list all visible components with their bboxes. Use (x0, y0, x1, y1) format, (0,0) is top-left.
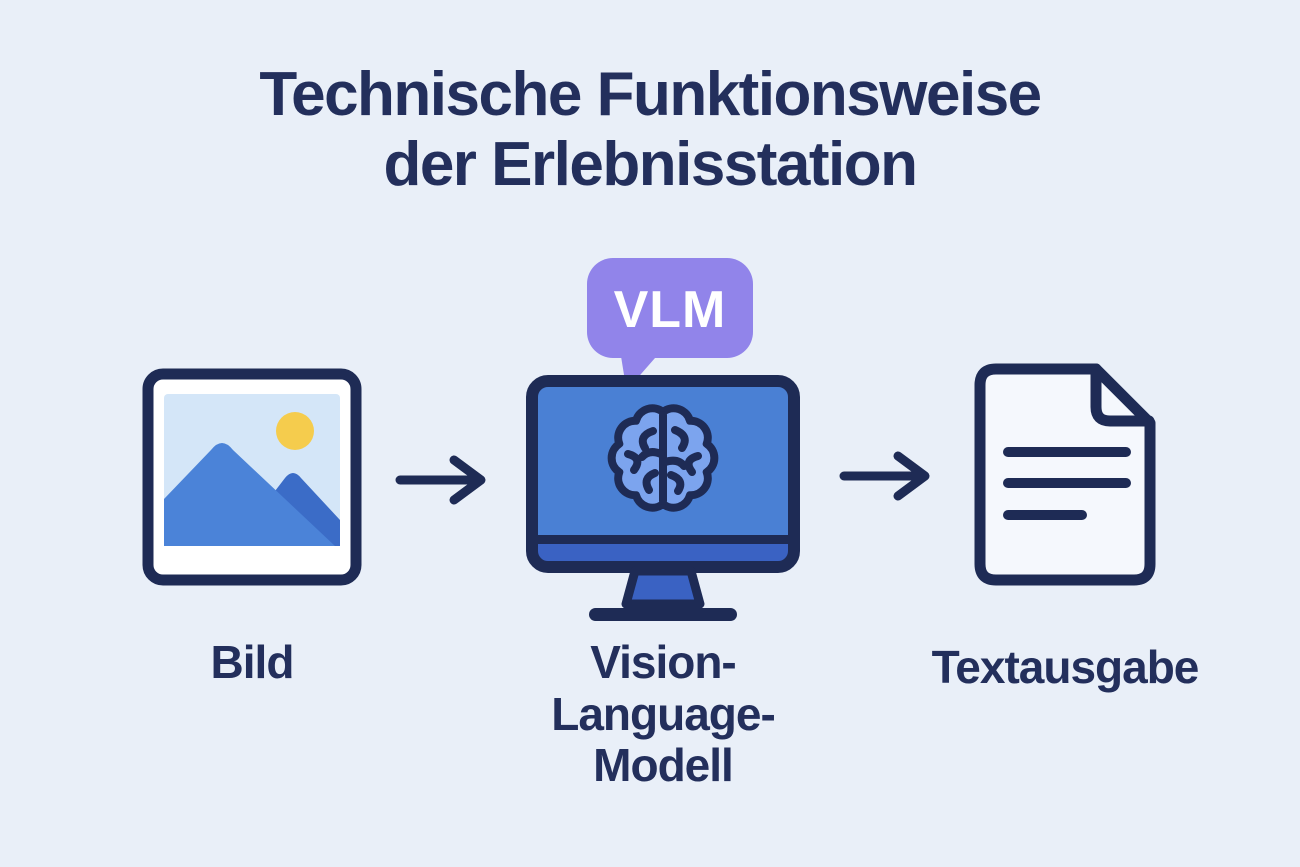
page-title: Technische Funktionsweise der Erlebnisst… (0, 60, 1300, 200)
speech-bubble-body (587, 258, 753, 358)
output-label-text: Textausgabe (931, 641, 1200, 693)
brain-folds (624, 426, 702, 495)
arrow-shape (395, 455, 486, 505)
sun-icon (276, 412, 314, 450)
document-text-lines (1003, 447, 1131, 520)
vlm-speech-bubble: VLM (587, 258, 753, 386)
brain-icon (607, 404, 719, 512)
arrow-right-icon (839, 451, 930, 501)
input-label: Bild (132, 636, 372, 689)
arrow-shape (839, 451, 930, 501)
arrow-right-icon (395, 455, 486, 505)
monitor-stand (621, 566, 705, 609)
title-line-2: der Erlebnisstation (383, 130, 918, 200)
monitor-base (589, 608, 737, 621)
image-icon (142, 368, 362, 586)
monitor-divider (532, 535, 794, 544)
document-outline (974, 363, 1156, 586)
title-line-1: Technische Funktionsweise (259, 60, 1042, 129)
model-label: Vision- Language- Modell (513, 636, 813, 792)
monitor-brain-icon (526, 375, 800, 621)
output-label: Textausgabe (905, 641, 1225, 694)
document-fold (1090, 363, 1155, 427)
model-label-line-1: Vision- (590, 636, 737, 688)
input-label-text: Bild (210, 636, 295, 688)
model-label-line-2: Language- (551, 687, 776, 740)
document-icon (974, 363, 1156, 586)
vlm-badge-text: VLM (614, 281, 727, 339)
model-label-line-3: Modell (593, 739, 734, 792)
mountain-front (164, 443, 335, 546)
